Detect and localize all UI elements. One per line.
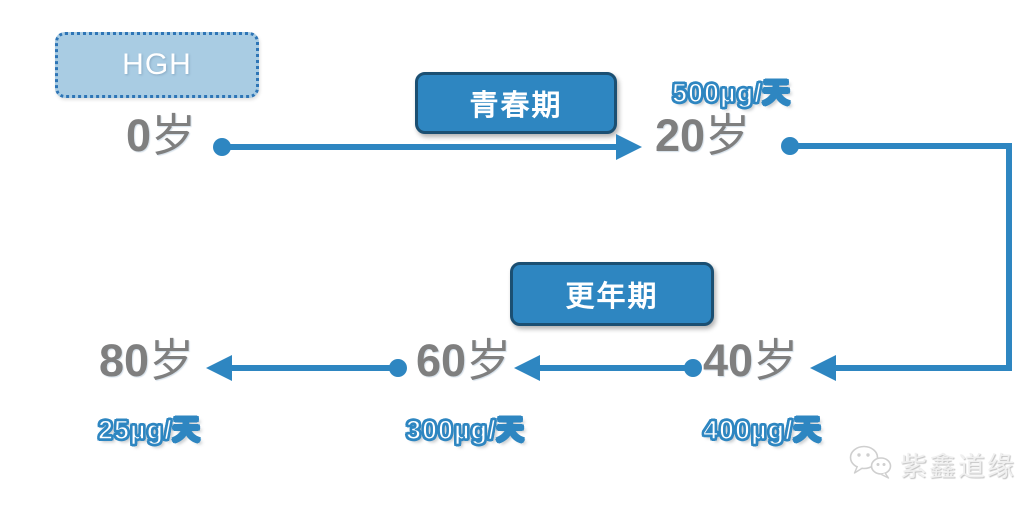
age-number: 0	[126, 110, 152, 161]
age-number: 20	[655, 110, 706, 161]
arrow-60-80-line	[230, 365, 397, 371]
age-label-40: 40岁	[703, 337, 798, 385]
arrow-0-20-head-icon	[616, 134, 642, 160]
arrow-40-60-dot	[684, 359, 702, 377]
age-label-0: 0岁	[126, 112, 196, 160]
age-unit: 岁	[753, 335, 799, 386]
arrow-60-80-dot	[389, 359, 407, 377]
hgh-label: HGH	[122, 48, 192, 81]
watermark: 紫鑫道缘	[848, 444, 1016, 484]
hgh-title-box: HGH	[55, 32, 259, 98]
age-number: 40	[703, 335, 754, 386]
arrow-0-20-line	[222, 144, 616, 150]
age-unit: 岁	[705, 110, 751, 161]
arrow-20-40-vertical-segment	[1006, 143, 1012, 371]
age-number: 60	[416, 335, 467, 386]
dose-label-80: 25µg/天	[97, 414, 201, 446]
age-label-60: 60岁	[416, 337, 511, 385]
age-number: 80	[99, 335, 150, 386]
arrow-20-40-top-segment	[790, 143, 1012, 149]
dose-label-40: 400µg/天	[702, 414, 822, 446]
phase-box-menopause: 更年期	[510, 262, 714, 326]
age-unit: 岁	[151, 110, 197, 161]
age-label-20: 20岁	[655, 112, 750, 160]
age-unit: 岁	[466, 335, 512, 386]
dose-label-20: 500µg/天	[671, 77, 791, 109]
phase-label-puberty: 青春期	[469, 90, 563, 122]
arrow-40-60-head-icon	[514, 355, 540, 381]
arrow-20-40-head-icon	[810, 355, 836, 381]
wechat-icon	[849, 445, 892, 479]
arrow-60-80-head-icon	[206, 355, 232, 381]
arrow-40-60-line	[538, 365, 692, 371]
phase-label-menopause: 更年期	[565, 281, 659, 313]
dose-label-60: 300µg/天	[405, 414, 525, 446]
watermark-text: 紫鑫道缘	[900, 451, 1016, 482]
age-label-80: 80岁	[99, 337, 194, 385]
arrow-20-40-bottom-segment	[836, 365, 1012, 371]
phase-box-puberty: 青春期	[415, 72, 617, 134]
age-unit: 岁	[149, 335, 195, 386]
